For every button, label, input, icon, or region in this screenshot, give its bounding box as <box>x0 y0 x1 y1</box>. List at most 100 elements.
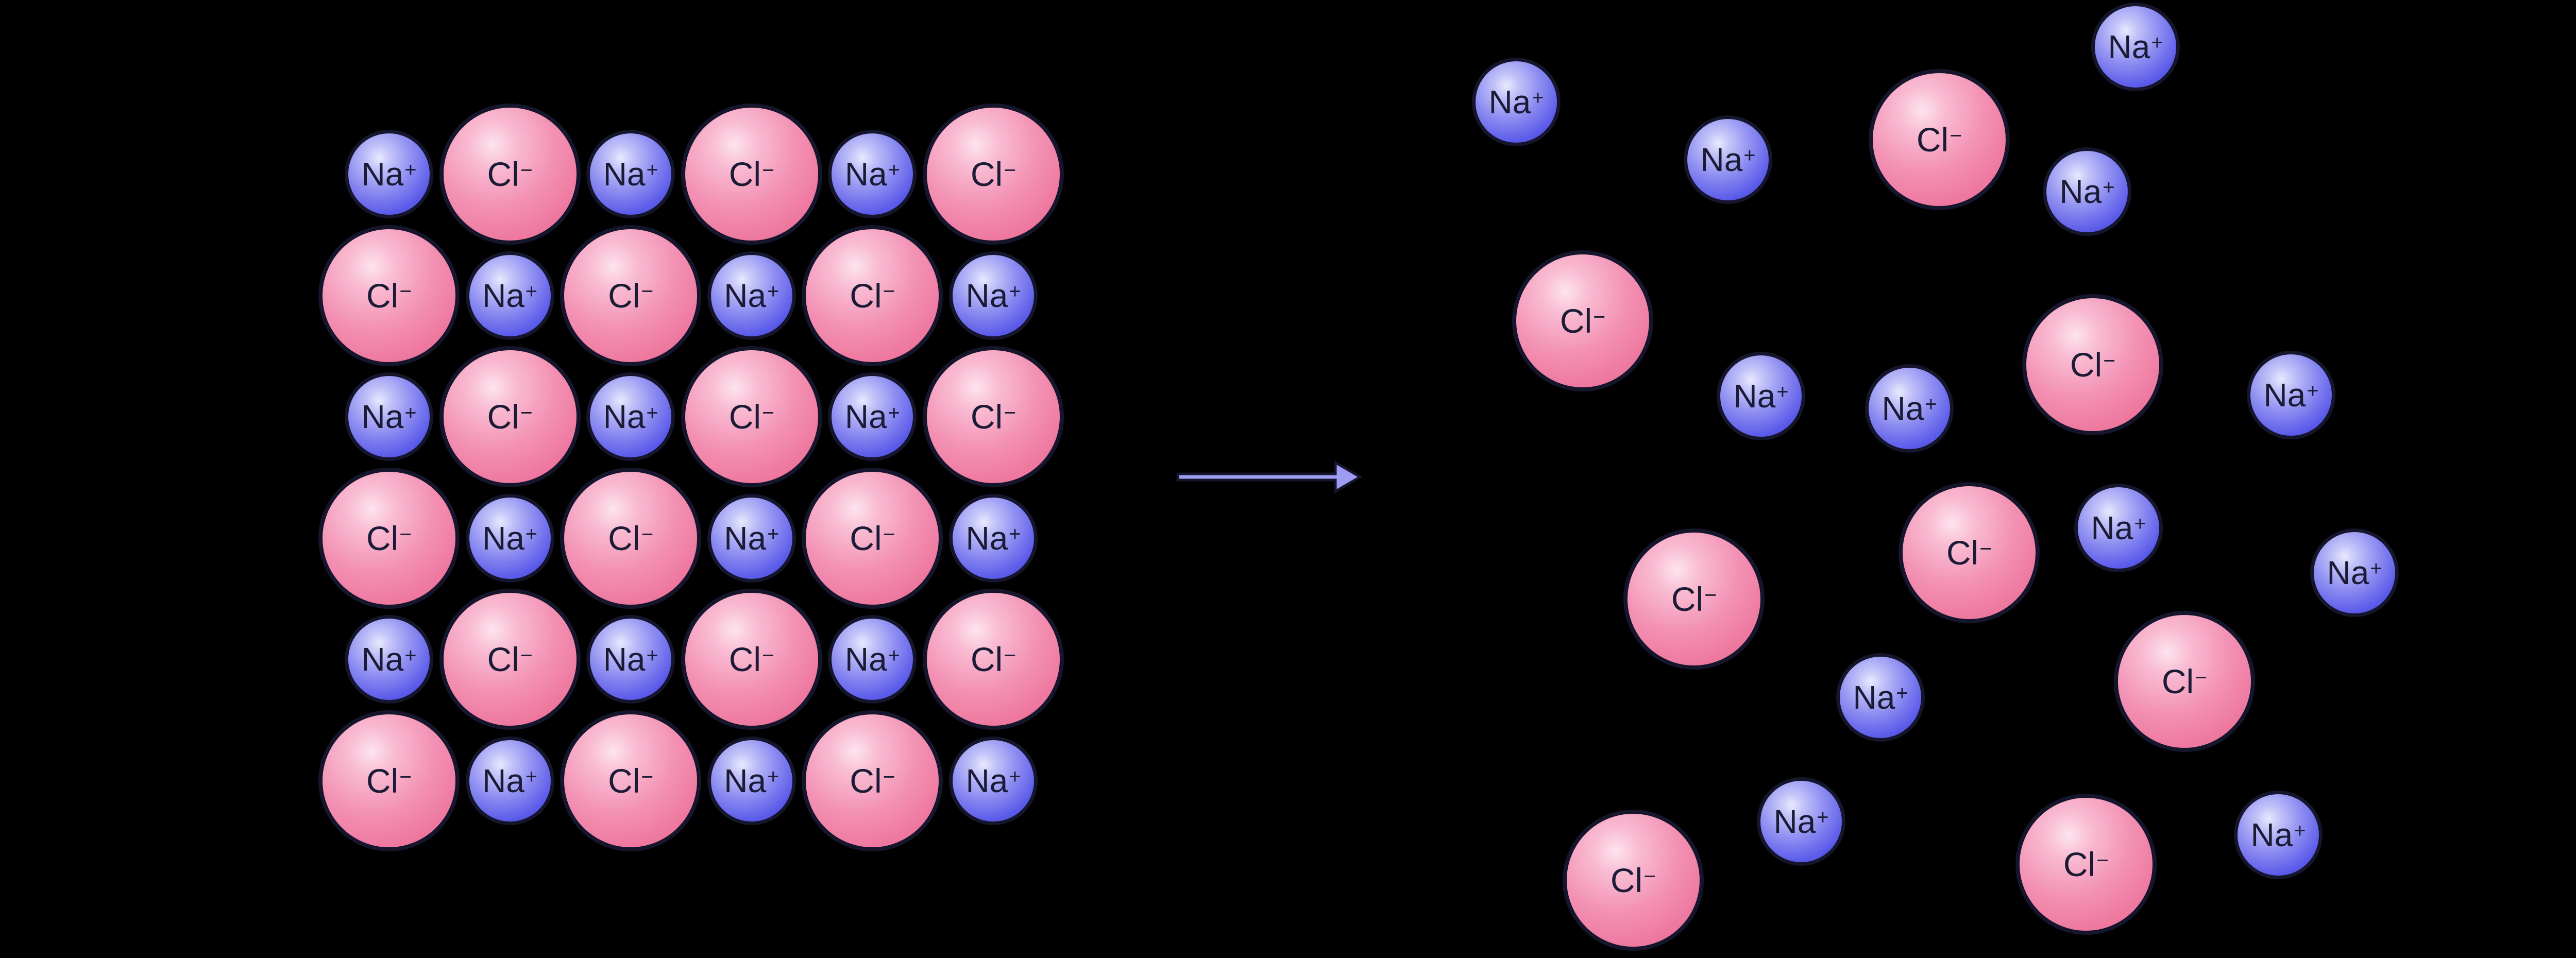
ion-charge: − <box>762 643 774 668</box>
ion-symbol: Na <box>1853 679 1895 716</box>
lattice-chloride-ion: Cl− <box>681 589 822 730</box>
ion-label: Cl− <box>1917 123 1962 157</box>
ion-label: Na+ <box>1882 392 1937 425</box>
ion-charge: + <box>525 523 538 546</box>
lattice-chloride-ion: Cl− <box>439 104 581 245</box>
ion-label: Na+ <box>362 158 417 191</box>
ion-label: Cl− <box>608 764 653 798</box>
lattice-chloride-ion: Cl− <box>802 225 943 366</box>
ion-symbol: Cl <box>728 398 761 436</box>
ion-charge: + <box>1009 280 1021 303</box>
ion-charge: − <box>1704 583 1717 607</box>
ion-charge: − <box>883 522 895 546</box>
ion-symbol: Cl <box>970 155 1003 193</box>
ion-charge: + <box>2151 31 2163 55</box>
ion-label: Na+ <box>845 400 900 433</box>
lattice-sodium-ion: Na+ <box>707 251 796 340</box>
ion-symbol: Na <box>2108 28 2150 65</box>
dissolved-chloride-ion: Cl− <box>2114 611 2255 752</box>
dissolved-sodium-ion: Na+ <box>2234 791 2323 879</box>
ion-label: Cl− <box>2162 664 2207 698</box>
dissolved-sodium-ion: Na+ <box>2247 351 2335 439</box>
ion-symbol: Cl <box>728 640 761 679</box>
ion-symbol: Cl <box>487 398 519 436</box>
ion-symbol: Cl <box>487 155 519 193</box>
ion-label: Na+ <box>1853 681 1908 714</box>
ion-symbol: Cl <box>366 519 399 557</box>
ion-label: Na+ <box>2108 30 2163 63</box>
ion-label: Na+ <box>724 522 779 555</box>
lattice-chloride-ion: Cl− <box>318 225 460 366</box>
ion-label: Na+ <box>1734 380 1789 413</box>
ion-charge: − <box>399 522 412 546</box>
lattice-chloride-ion: Cl− <box>923 104 1064 245</box>
ion-label: Na+ <box>2091 511 2146 544</box>
ion-label: Cl− <box>608 521 653 555</box>
ion-label: Na+ <box>2251 818 2306 851</box>
lattice-chloride-ion: Cl− <box>439 589 581 730</box>
ion-label: Cl− <box>850 521 895 555</box>
ion-label: Cl− <box>366 279 412 313</box>
ion-label: Na+ <box>966 764 1021 797</box>
ion-charge: − <box>2195 665 2208 689</box>
dissolved-sodium-ion: Na+ <box>2091 3 2180 91</box>
ion-charge: + <box>1896 682 1908 705</box>
ion-label: Cl− <box>850 764 895 798</box>
ion-symbol: Cl <box>487 640 519 679</box>
ion-symbol: Na <box>1700 141 1743 178</box>
ion-charge: − <box>641 764 654 789</box>
lattice-sodium-ion: Na+ <box>586 130 675 218</box>
ion-symbol: Na <box>724 277 767 314</box>
lattice-chloride-ion: Cl− <box>802 467 943 609</box>
dissolved-sodium-ion: Na+ <box>1684 115 1772 204</box>
ion-label: Na+ <box>2264 379 2319 412</box>
lattice-sodium-ion: Na+ <box>707 737 796 825</box>
ion-charge: + <box>2103 176 2115 199</box>
lattice-chloride-ion: Cl− <box>560 467 702 609</box>
ion-charge: + <box>404 401 417 424</box>
lattice-sodium-ion: Na+ <box>949 493 1038 583</box>
ion-symbol: Na <box>1882 390 1924 427</box>
ion-symbol: Cl <box>850 276 882 315</box>
lattice-chloride-ion: Cl− <box>318 467 460 609</box>
dissolved-chloride-ion: Cl− <box>1869 69 2010 210</box>
dissolved-sodium-ion: Na+ <box>1836 653 1925 742</box>
lattice-chloride-ion: Cl− <box>923 589 1064 730</box>
ion-charge: + <box>404 644 417 667</box>
ion-symbol: Na <box>844 156 887 193</box>
ion-symbol: Na <box>603 156 646 193</box>
ion-label: Na+ <box>845 643 900 676</box>
ion-symbol: Na <box>361 156 404 193</box>
ion-symbol: Cl <box>970 640 1003 679</box>
dissolved-sodium-ion: Na+ <box>1717 352 1805 440</box>
ion-label: Na+ <box>362 400 417 433</box>
ion-charge: + <box>1776 381 1789 404</box>
dissolved-sodium-ion: Na+ <box>2043 147 2131 236</box>
ion-label: Na+ <box>2327 556 2382 589</box>
ion-label: Na+ <box>482 279 537 312</box>
dissolved-chloride-ion: Cl− <box>2022 294 2163 435</box>
ion-symbol: Na <box>1488 83 1531 121</box>
lattice-sodium-ion: Na+ <box>465 251 554 340</box>
ion-label: Na+ <box>482 764 537 797</box>
ion-charge: + <box>2134 512 2146 536</box>
ion-label: Cl− <box>2063 847 2109 881</box>
ion-charge: + <box>1743 144 1756 167</box>
dissolved-chloride-ion: Cl− <box>2015 794 2157 935</box>
ion-symbol: Na <box>844 641 887 678</box>
lattice-sodium-ion: Na+ <box>345 372 433 461</box>
lattice-sodium-ion: Na+ <box>345 615 433 704</box>
ion-charge: − <box>520 158 533 182</box>
dissolved-chloride-ion: Cl− <box>1512 250 1653 391</box>
ion-symbol: Na <box>482 519 524 557</box>
ion-symbol: Cl <box>2070 346 2103 384</box>
ion-label: Na+ <box>845 158 900 191</box>
lattice-chloride-ion: Cl− <box>560 225 702 366</box>
ion-charge: + <box>646 159 658 182</box>
ion-symbol: Cl <box>366 276 399 315</box>
ion-symbol: Cl <box>728 155 761 193</box>
ion-symbol: Cl <box>1560 302 1592 340</box>
ion-label: Na+ <box>966 522 1021 555</box>
ion-symbol: Cl <box>608 762 640 800</box>
ion-charge: − <box>883 764 895 789</box>
